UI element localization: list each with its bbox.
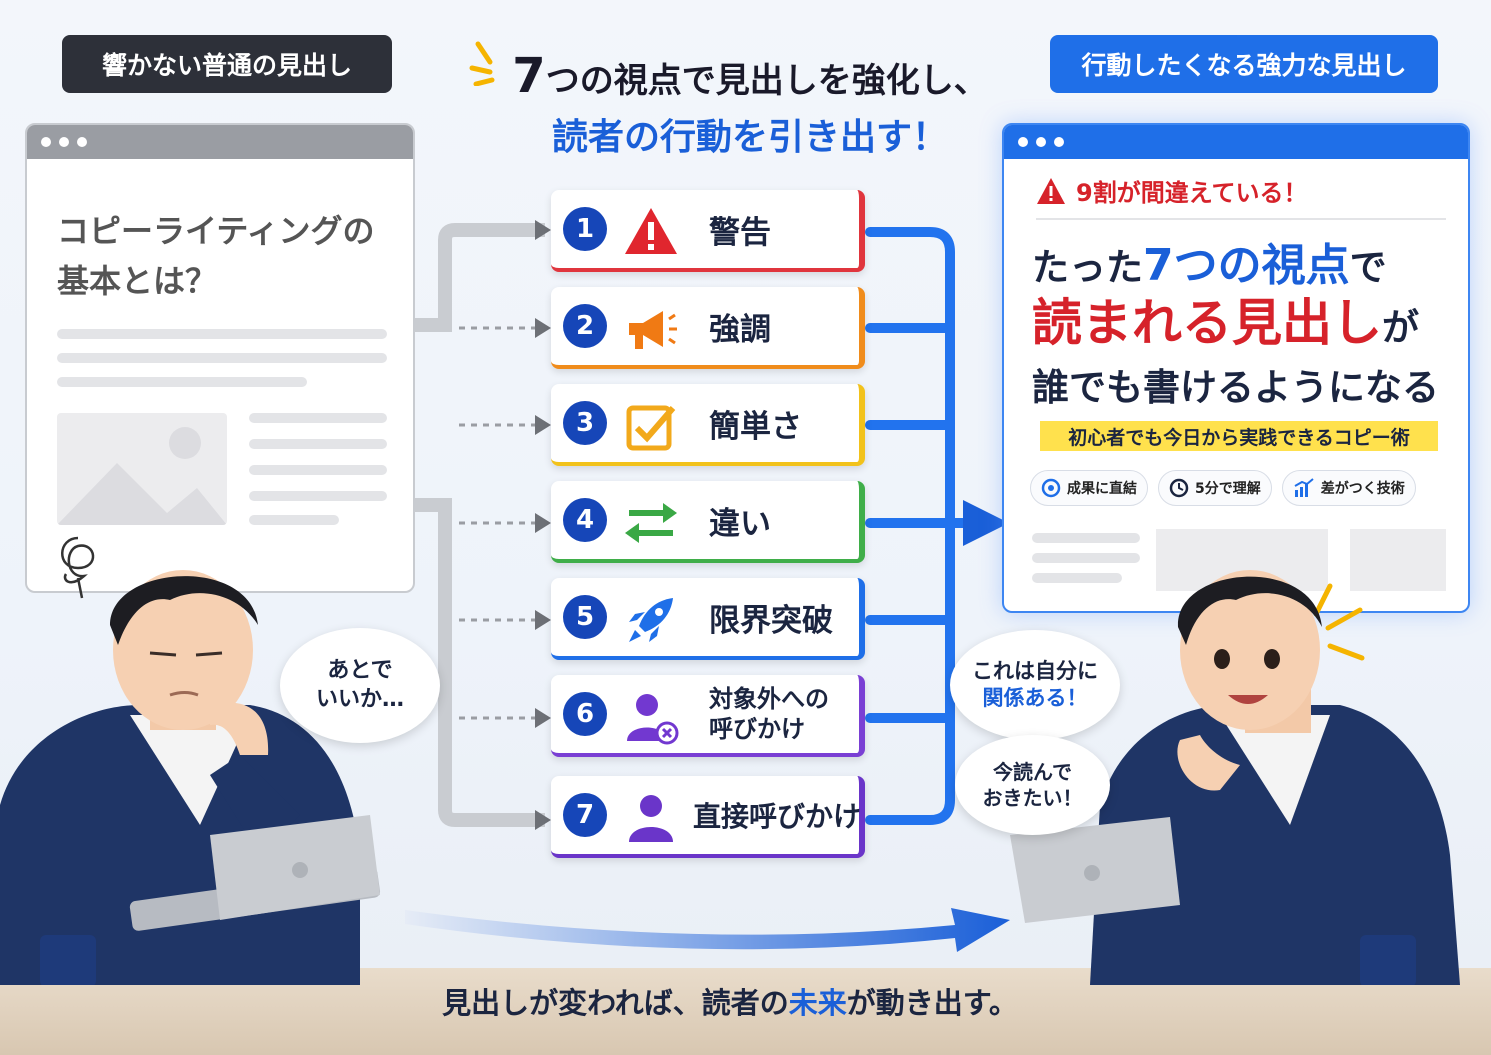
benefit-pills: 成果に直結 5分で理解 差がつく技術 bbox=[1030, 470, 1416, 506]
bubble-line1: あとで bbox=[327, 657, 393, 683]
step-label-line1: 対象外への bbox=[709, 685, 829, 713]
window-titlebar bbox=[27, 125, 413, 159]
text-placeholder bbox=[1032, 553, 1140, 563]
title-number: 7 bbox=[512, 48, 546, 104]
pill-label: 成果に直結 bbox=[1067, 481, 1137, 497]
step-number: 7 bbox=[563, 793, 607, 837]
text-placeholder bbox=[1032, 573, 1122, 583]
text-placeholder bbox=[57, 353, 387, 363]
speech-bubble-read-now: 今読んでおきたい！ bbox=[955, 735, 1110, 835]
step-number: 6 bbox=[563, 692, 607, 736]
thought-bubble-bored: あとでいいか… bbox=[280, 628, 440, 743]
text-placeholder bbox=[57, 329, 387, 339]
step-number: 4 bbox=[563, 498, 607, 542]
weak-headline-tag: 響かない普通の見出し bbox=[62, 35, 392, 93]
pill-label: 5分で理解 bbox=[1195, 481, 1261, 497]
pill-time: 5分で理解 bbox=[1158, 470, 1272, 506]
text-placeholder bbox=[1032, 533, 1140, 543]
clock-icon bbox=[1169, 478, 1189, 498]
headline-highlight: 7つの視点 bbox=[1143, 240, 1350, 291]
headline-particle: が bbox=[1382, 306, 1419, 349]
step-number: 5 bbox=[563, 595, 607, 639]
plain-headline-line1: コピーライティングの bbox=[57, 212, 375, 250]
bubble-line2: おきたい！ bbox=[982, 786, 1083, 810]
step-exclusion-call: 6 対象外への 呼びかけ bbox=[551, 675, 865, 757]
step-label: 直接呼びかけ bbox=[693, 800, 862, 833]
title-line1: つの視点で見出しを強化し、 bbox=[545, 61, 988, 101]
headline-pre: たった bbox=[1032, 246, 1143, 289]
bubble-line1: これは自分に bbox=[972, 658, 1098, 683]
speech-bubble-relevant: これは自分に関係ある！ bbox=[950, 630, 1120, 740]
text-placeholder bbox=[249, 491, 387, 501]
bottom-message-pre: 見出しが変われば、読者の bbox=[442, 986, 789, 1020]
step-label: 違い bbox=[709, 505, 771, 542]
headline-line2: 読まれる見出しが bbox=[1032, 283, 1419, 355]
plain-article-window: コピーライティングの 基本とは？ bbox=[25, 123, 415, 593]
text-placeholder bbox=[249, 515, 339, 525]
confusion-scribble-icon bbox=[61, 536, 95, 599]
step-number: 1 bbox=[563, 207, 607, 251]
strong-headline-tag: 行動したくなる強力な見出し bbox=[1050, 35, 1438, 93]
bubble-line1: 今読んで bbox=[993, 760, 1072, 784]
burst-icon bbox=[469, 41, 495, 86]
engaged-reader-illustration bbox=[1010, 570, 1460, 985]
pill-label: 差がつく技術 bbox=[1320, 481, 1405, 497]
user-icon bbox=[629, 795, 673, 842]
text-placeholder bbox=[57, 377, 307, 387]
growth-chart-icon bbox=[1294, 478, 1314, 497]
step-difference: 4 違い bbox=[551, 481, 865, 563]
main-title: 7つの視点で見出しを強化し、 読者の行動を引き出す！ bbox=[470, 48, 1030, 160]
bottom-message: 見出しが変われば、読者の未来が動き出す。 bbox=[400, 980, 1060, 1022]
headline-line3: 誰でも書けるようになる bbox=[1032, 366, 1439, 409]
text-placeholder bbox=[249, 465, 387, 475]
pill-results: 成果に直結 bbox=[1030, 470, 1148, 506]
bubble-line2: 関係ある！ bbox=[982, 686, 1088, 710]
target-icon bbox=[1041, 478, 1061, 498]
flow-connectors bbox=[415, 220, 1009, 830]
bubble-line2: いいか… bbox=[315, 686, 404, 712]
plain-headline-line2: 基本とは？ bbox=[57, 261, 218, 300]
warning-text: 9割が間違えている！ bbox=[1076, 179, 1308, 207]
image-placeholder bbox=[1350, 529, 1446, 591]
rocket-icon bbox=[629, 598, 673, 642]
step-simplicity: 3 簡単さ bbox=[551, 384, 865, 466]
step-label: 警告 bbox=[709, 214, 771, 251]
excitement-lines-icon bbox=[1313, 583, 1365, 661]
bottom-message-highlight: 未来 bbox=[788, 986, 847, 1020]
strong-article-window: 9割が間違えている！ たった7つの視点で 読まれる見出しが 誰でも書けるようにな… bbox=[1002, 123, 1470, 613]
step-label: 限界突破 bbox=[709, 602, 833, 639]
warning-icon bbox=[625, 208, 677, 254]
text-placeholder bbox=[249, 413, 387, 423]
step-direct-call: 7 直接呼びかけ bbox=[551, 776, 865, 858]
step-breakthrough: 5 限界突破 bbox=[551, 578, 865, 660]
step-label: 対象外への 呼びかけ bbox=[709, 684, 829, 744]
bored-reader-illustration bbox=[0, 570, 381, 985]
checkbox-icon bbox=[626, 405, 676, 451]
warning-line: 9割が間違えている！ bbox=[1036, 173, 1446, 220]
text-placeholder bbox=[249, 439, 387, 449]
bottom-message-post: が動き出す。 bbox=[846, 986, 1018, 1020]
step-emphasis: 2 強調 bbox=[551, 287, 865, 369]
step-label-line2: 呼びかけ bbox=[709, 715, 805, 743]
subtitle-band: 初心者でも今日から実践できるコピー術 bbox=[1040, 421, 1438, 451]
title-line2: 読者の行動を引き出す！ bbox=[551, 117, 948, 158]
warning-icon bbox=[1037, 177, 1065, 204]
step-number: 2 bbox=[563, 304, 607, 348]
transformation-arrow bbox=[405, 908, 1010, 952]
pill-skill: 差がつく技術 bbox=[1281, 470, 1416, 506]
step-number: 3 bbox=[563, 401, 607, 445]
headline-post: で bbox=[1349, 246, 1387, 289]
window-titlebar bbox=[1004, 125, 1468, 159]
headline-line1: たった7つの視点で bbox=[1032, 229, 1387, 293]
user-x-icon bbox=[627, 694, 679, 745]
step-label: 強調 bbox=[709, 311, 771, 348]
image-placeholder bbox=[57, 413, 227, 525]
swap-arrows-icon bbox=[625, 503, 677, 543]
megaphone-icon bbox=[629, 311, 677, 349]
plain-headline: コピーライティングの 基本とは？ bbox=[57, 207, 397, 306]
step-label: 簡単さ bbox=[709, 408, 802, 445]
step-warning: 1 警告 bbox=[551, 190, 865, 272]
headline-red: 読まれる見出し bbox=[1032, 294, 1382, 352]
